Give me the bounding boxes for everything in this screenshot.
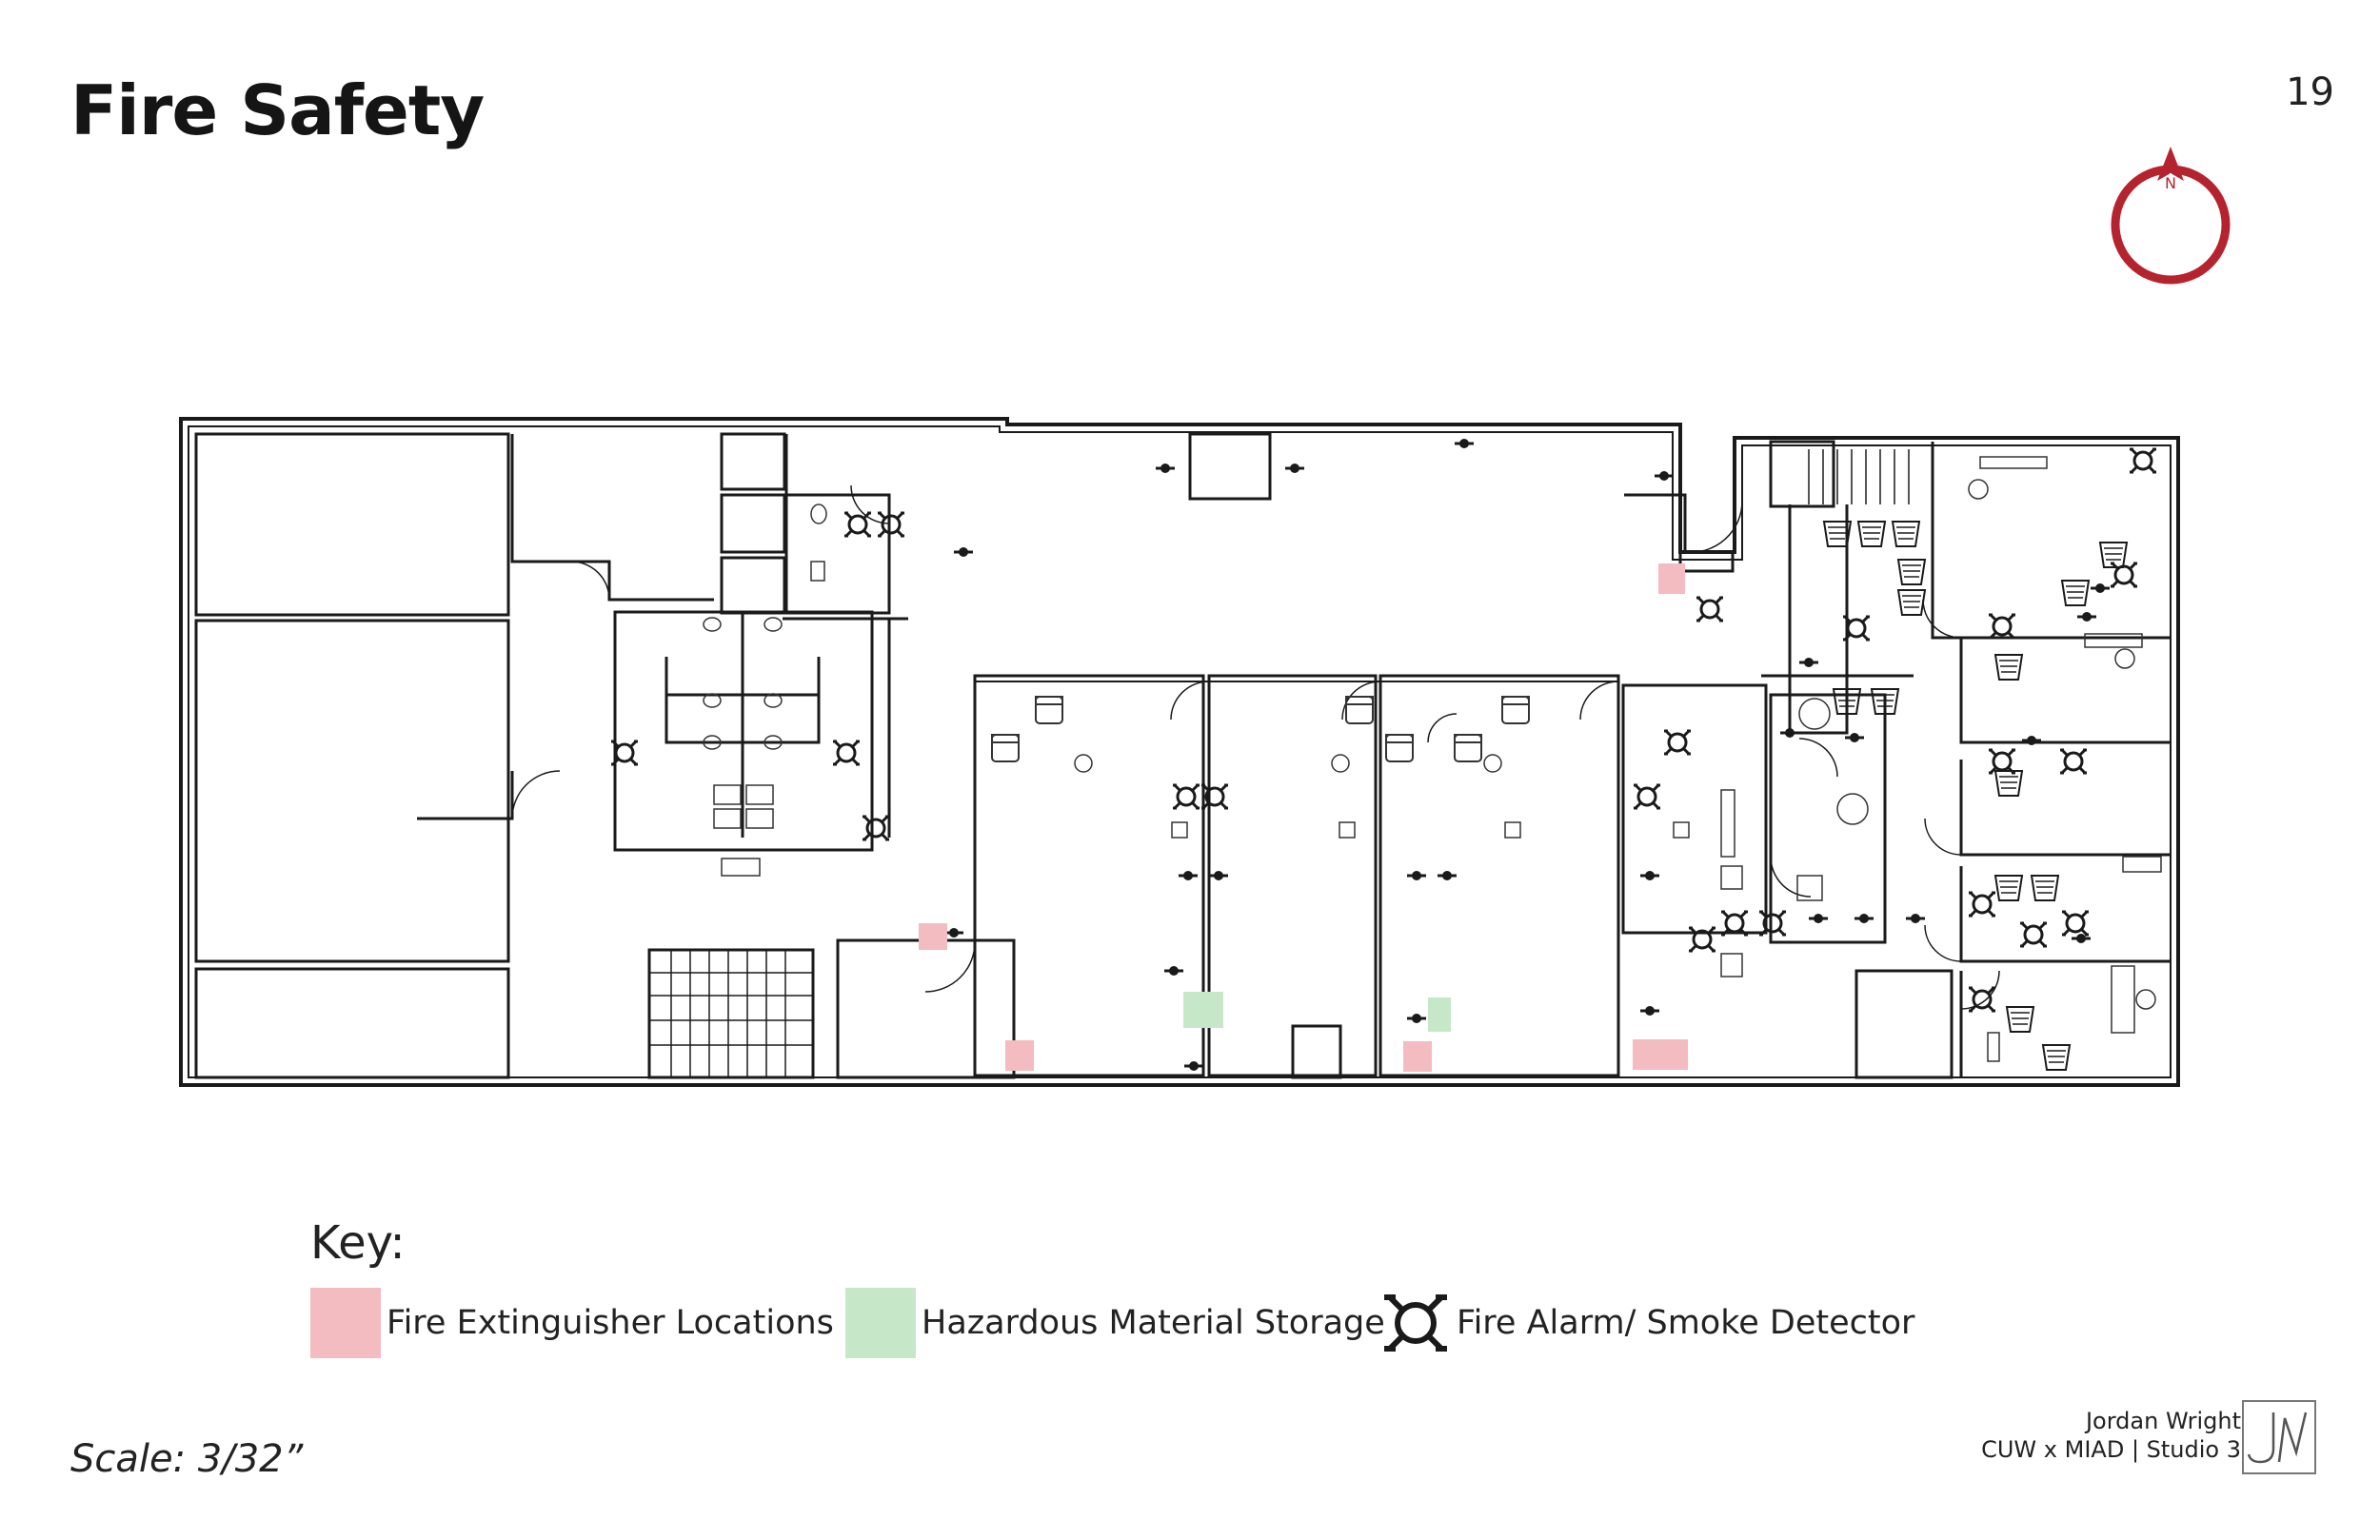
floor-plan bbox=[179, 417, 2180, 1087]
fire-extinguisher-swatch bbox=[310, 1288, 381, 1358]
stairs bbox=[649, 449, 1910, 1077]
hazardous-storage-marker bbox=[1428, 997, 1451, 1032]
fire-extinguisher-marker bbox=[1005, 1040, 1034, 1071]
page-number: 19 bbox=[2286, 70, 2334, 114]
fire-alarm-smoke-detector-icon bbox=[1384, 1294, 1447, 1352]
north-arrow-icon: N bbox=[2111, 147, 2231, 285]
key-heading: Key: bbox=[310, 1216, 406, 1270]
furniture bbox=[991, 456, 2162, 1062]
hazardous-storage-swatch bbox=[845, 1288, 916, 1358]
door-swings bbox=[511, 484, 2000, 1010]
restroom-fixtures bbox=[703, 503, 827, 877]
fire-extinguisher-marker bbox=[1403, 1041, 1432, 1072]
interior-walls bbox=[194, 432, 2171, 1079]
fire-extinguisher-marker bbox=[919, 923, 947, 950]
legend-item-fire-alarm: Fire Alarm/ Smoke Detector bbox=[1380, 1287, 1914, 1359]
legend-label: Fire Alarm/ Smoke Detector bbox=[1457, 1304, 1915, 1342]
fire-extinguisher-marker bbox=[1633, 1039, 1688, 1070]
credit-name: Jordan Wright bbox=[2085, 1408, 2241, 1434]
page-title: Fire Safety bbox=[70, 70, 485, 150]
fire-extinguishers bbox=[919, 563, 1688, 1072]
legend-label: Fire Extinguisher Locations bbox=[387, 1304, 834, 1342]
credit-block: Jordan Wright CUW x MIAD | Studio 3 bbox=[1981, 1407, 2241, 1464]
building-outline bbox=[179, 417, 2180, 1087]
legend-item-hazardous-storage: Hazardous Material Storage bbox=[845, 1287, 1385, 1359]
credit-affiliation: CUW x MIAD | Studio 3 bbox=[1981, 1436, 2241, 1463]
hazardous-material-storage bbox=[1183, 992, 1451, 1032]
scale-label: Scale: 3/32” bbox=[70, 1437, 304, 1481]
legend-item-fire-extinguisher: Fire Extinguisher Locations bbox=[310, 1287, 834, 1359]
fire-extinguisher-marker bbox=[1658, 563, 1685, 594]
outlets bbox=[942, 437, 2112, 1073]
office-chairs bbox=[1823, 521, 2128, 1071]
monogram-logo-icon bbox=[2242, 1400, 2316, 1474]
north-arrow-label: N bbox=[2165, 174, 2176, 192]
hazardous-storage-marker bbox=[1183, 992, 1223, 1028]
legend-label: Hazardous Material Storage bbox=[922, 1304, 1385, 1342]
